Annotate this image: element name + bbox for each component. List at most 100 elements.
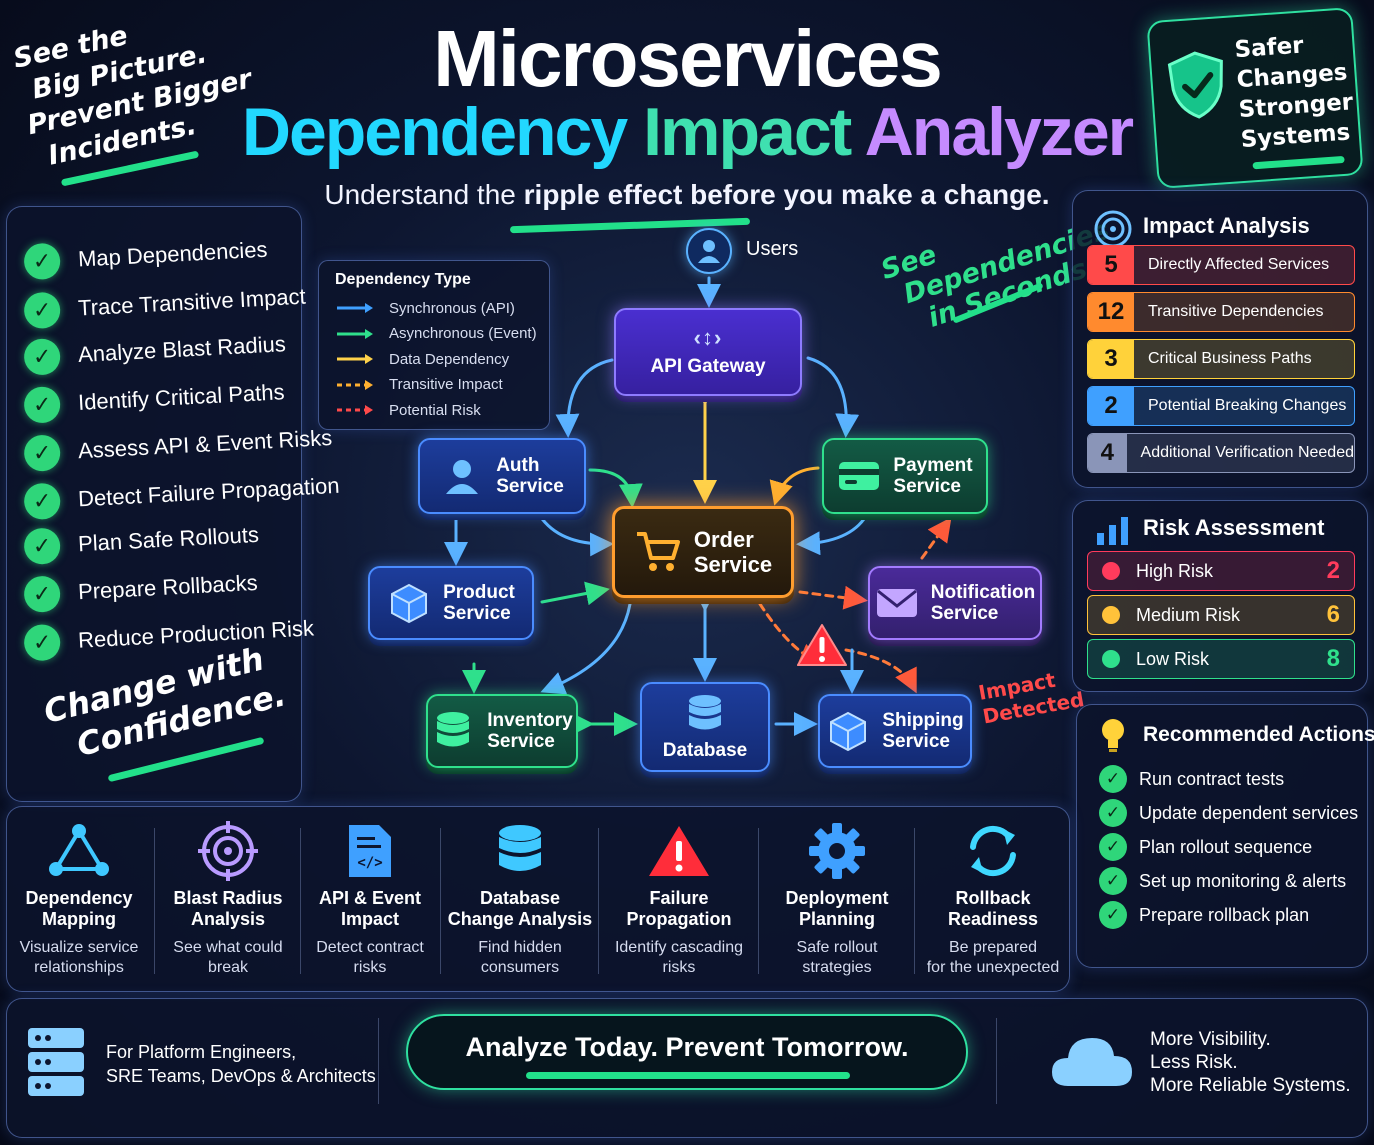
product-label: Service bbox=[443, 603, 511, 624]
arrow-payment-order bbox=[769, 466, 820, 506]
legend-arrow-icon bbox=[337, 405, 373, 415]
payment-label: Payment bbox=[893, 455, 973, 476]
feature-title-line: Change Analysis bbox=[447, 909, 593, 929]
action-item: ✓ Update dependent services bbox=[1099, 797, 1358, 829]
arrow-gateway-auth bbox=[555, 358, 614, 438]
subtitle-emphasis: ripple effect before you make a change. bbox=[523, 179, 1050, 210]
envelope-icon bbox=[875, 581, 919, 625]
legend-arrow-icon bbox=[337, 379, 373, 390]
impact-label: Critical Business Paths bbox=[1148, 350, 1312, 367]
product-label: Product bbox=[443, 582, 515, 603]
footer-benefits: More Visibility. Less Risk. More Reliabl… bbox=[1150, 1028, 1351, 1097]
cube-icon bbox=[826, 709, 870, 753]
subtitle: Understand the ripple effect before you … bbox=[0, 178, 1374, 212]
impact-analysis-title: Impact Analysis bbox=[1143, 213, 1310, 238]
feature-desc-line: Be prepared bbox=[948, 939, 1038, 956]
footer-divider bbox=[996, 1018, 997, 1104]
check-icon: ✓ bbox=[1099, 799, 1127, 827]
check-icon: ✓ bbox=[1099, 867, 1127, 895]
arrow-warning-shipping bbox=[844, 648, 917, 694]
feature-divider bbox=[598, 828, 599, 974]
order-label: Order bbox=[693, 527, 754, 552]
warning-icon bbox=[796, 622, 848, 668]
impact-label: Additional Verification Needed bbox=[1140, 444, 1354, 461]
api-gateway-label: API Gateway bbox=[650, 356, 766, 377]
code-file-icon: </> bbox=[304, 820, 436, 882]
legend-item: Synchronous (API) bbox=[335, 297, 515, 319]
gateway-icon: ‹↕› bbox=[693, 325, 723, 350]
database-label: Database bbox=[662, 739, 748, 761]
api-gateway-node[interactable]: ‹↕› API Gateway bbox=[614, 308, 802, 396]
graph-icon bbox=[8, 820, 150, 882]
feature-desc-line: risks bbox=[662, 959, 696, 976]
shield-icon bbox=[1167, 51, 1223, 119]
legend-item: Potential Risk bbox=[335, 399, 481, 421]
feature-desc-line: break bbox=[207, 959, 249, 976]
action-label: Run contract tests bbox=[1139, 768, 1285, 789]
cta-underline bbox=[526, 1072, 850, 1079]
title-word-analyzer: Analyzer bbox=[864, 94, 1134, 170]
feature-title-line: Blast Radius bbox=[173, 888, 283, 908]
database-node[interactable]: Database bbox=[640, 682, 770, 772]
check-icon: ✓ bbox=[1099, 833, 1127, 861]
cube-icon bbox=[387, 581, 431, 625]
arrow-gateway-payment bbox=[806, 356, 860, 438]
order-label: Service bbox=[693, 552, 773, 577]
legend-arrow-icon bbox=[337, 354, 373, 364]
action-item: ✓ Plan rollout sequence bbox=[1099, 831, 1312, 863]
feature-desc-line: consumers bbox=[480, 959, 560, 976]
users-node[interactable] bbox=[686, 228, 732, 274]
legend-arrow-icon bbox=[337, 328, 373, 339]
risk-count: 8 bbox=[1326, 645, 1340, 672]
feature-divider bbox=[914, 828, 915, 974]
action-label: Update dependent services bbox=[1139, 802, 1359, 823]
arrow-order-inventory bbox=[540, 602, 632, 695]
risk-dot-icon bbox=[1102, 606, 1120, 624]
risk-label: Low Risk bbox=[1136, 648, 1210, 669]
action-label: Plan rollout sequence bbox=[1139, 836, 1313, 857]
user-icon bbox=[698, 240, 720, 263]
feature-desc-line: Identify cascading bbox=[614, 939, 744, 956]
impact-count: 5 bbox=[1088, 246, 1134, 284]
title-word-dependency: Dependency bbox=[241, 94, 628, 170]
check-icon: ✓ bbox=[1099, 901, 1127, 929]
legend-label: Transitive Impact bbox=[389, 376, 503, 393]
auth-label: Auth bbox=[496, 455, 540, 476]
legend-label: Synchronous (API) bbox=[389, 299, 515, 317]
database-icon bbox=[444, 820, 596, 882]
impact-count: 12 bbox=[1088, 293, 1134, 331]
legend-label: Asynchronous (Event) bbox=[389, 325, 537, 342]
legend-item: Transitive Impact bbox=[335, 374, 503, 396]
legend-label: Data Dependency bbox=[389, 350, 510, 368]
legend-title: Dependency Type bbox=[335, 271, 471, 288]
database-icon bbox=[431, 709, 475, 753]
user-icon bbox=[440, 454, 484, 498]
legend-item: Data Dependency bbox=[335, 348, 509, 370]
gear-icon bbox=[762, 820, 912, 882]
arrow-order-notification bbox=[798, 585, 868, 610]
recommended-actions-panel: Recommended Actions ✓Run contract tests✓… bbox=[1076, 704, 1374, 968]
shipping-label: Shipping bbox=[882, 710, 964, 731]
feature-title-line: API & Event bbox=[318, 888, 422, 908]
